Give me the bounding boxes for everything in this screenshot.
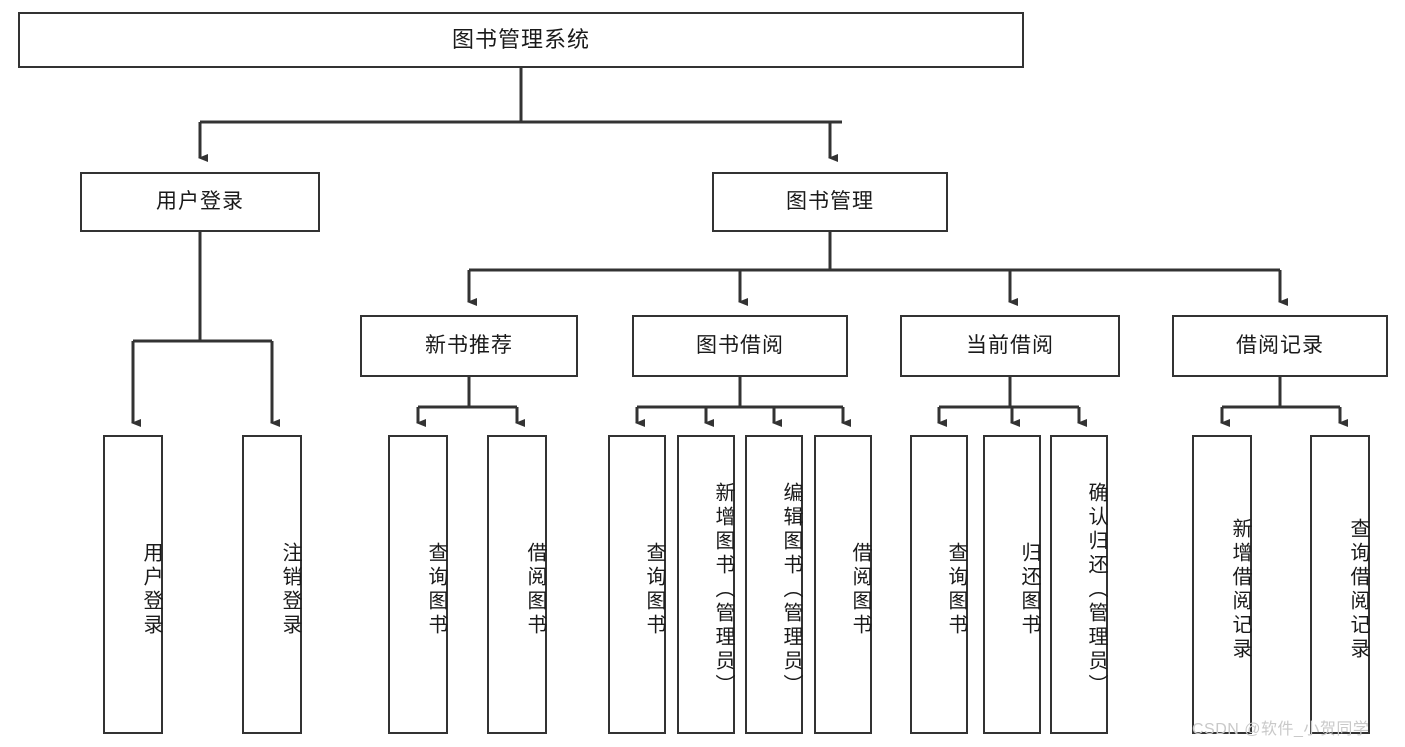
node-root[interactable]: 图书管理系统: [18, 12, 1024, 68]
node-book-manage-label: 图书管理: [786, 190, 874, 214]
csdn-watermark: CSDN @软件_小贺同学: [1192, 721, 1370, 738]
node-leaf-query-borrow-record[interactable]: 查询借阅记录: [1310, 435, 1370, 734]
node-leaf-confirm-return-admin[interactable]: 确认归还（管理员）: [1050, 435, 1108, 734]
node-leaf-query-book-1[interactable]: 查询图书: [388, 435, 448, 734]
node-borrow-record[interactable]: 借阅记录: [1172, 315, 1388, 377]
node-new-book-rec[interactable]: 新书推荐: [360, 315, 578, 377]
node-user-login[interactable]: 用户登录: [80, 172, 320, 232]
node-borrow-record-label: 借阅记录: [1236, 334, 1324, 358]
node-current-borrow-label: 当前借阅: [966, 334, 1054, 358]
node-book-manage[interactable]: 图书管理: [712, 172, 948, 232]
node-user-login-label: 用户登录: [156, 190, 244, 214]
node-leaf-borrow-book-1[interactable]: 借阅图书: [487, 435, 547, 734]
node-leaf-query-book-3[interactable]: 查询图书: [910, 435, 968, 734]
node-leaf-add-borrow-record[interactable]: 新增借阅记录: [1192, 435, 1252, 734]
node-book-borrow-label: 图书借阅: [696, 334, 784, 358]
node-leaf-add-book-admin[interactable]: 新增图书（管理员）: [677, 435, 735, 734]
node-book-borrow[interactable]: 图书借阅: [632, 315, 848, 377]
node-new-book-rec-label: 新书推荐: [425, 334, 513, 358]
node-leaf-edit-book-admin[interactable]: 编辑图书（管理员）: [745, 435, 803, 734]
node-leaf-borrow-book-2[interactable]: 借阅图书: [814, 435, 872, 734]
node-leaf-user-login[interactable]: 用户登录: [103, 435, 163, 734]
node-leaf-return-book[interactable]: 归还图书: [983, 435, 1041, 734]
node-root-label: 图书管理系统: [451, 26, 590, 52]
node-leaf-query-book-2[interactable]: 查询图书: [608, 435, 666, 734]
node-current-borrow[interactable]: 当前借阅: [900, 315, 1120, 377]
node-leaf-logout[interactable]: 注销登录: [242, 435, 302, 734]
